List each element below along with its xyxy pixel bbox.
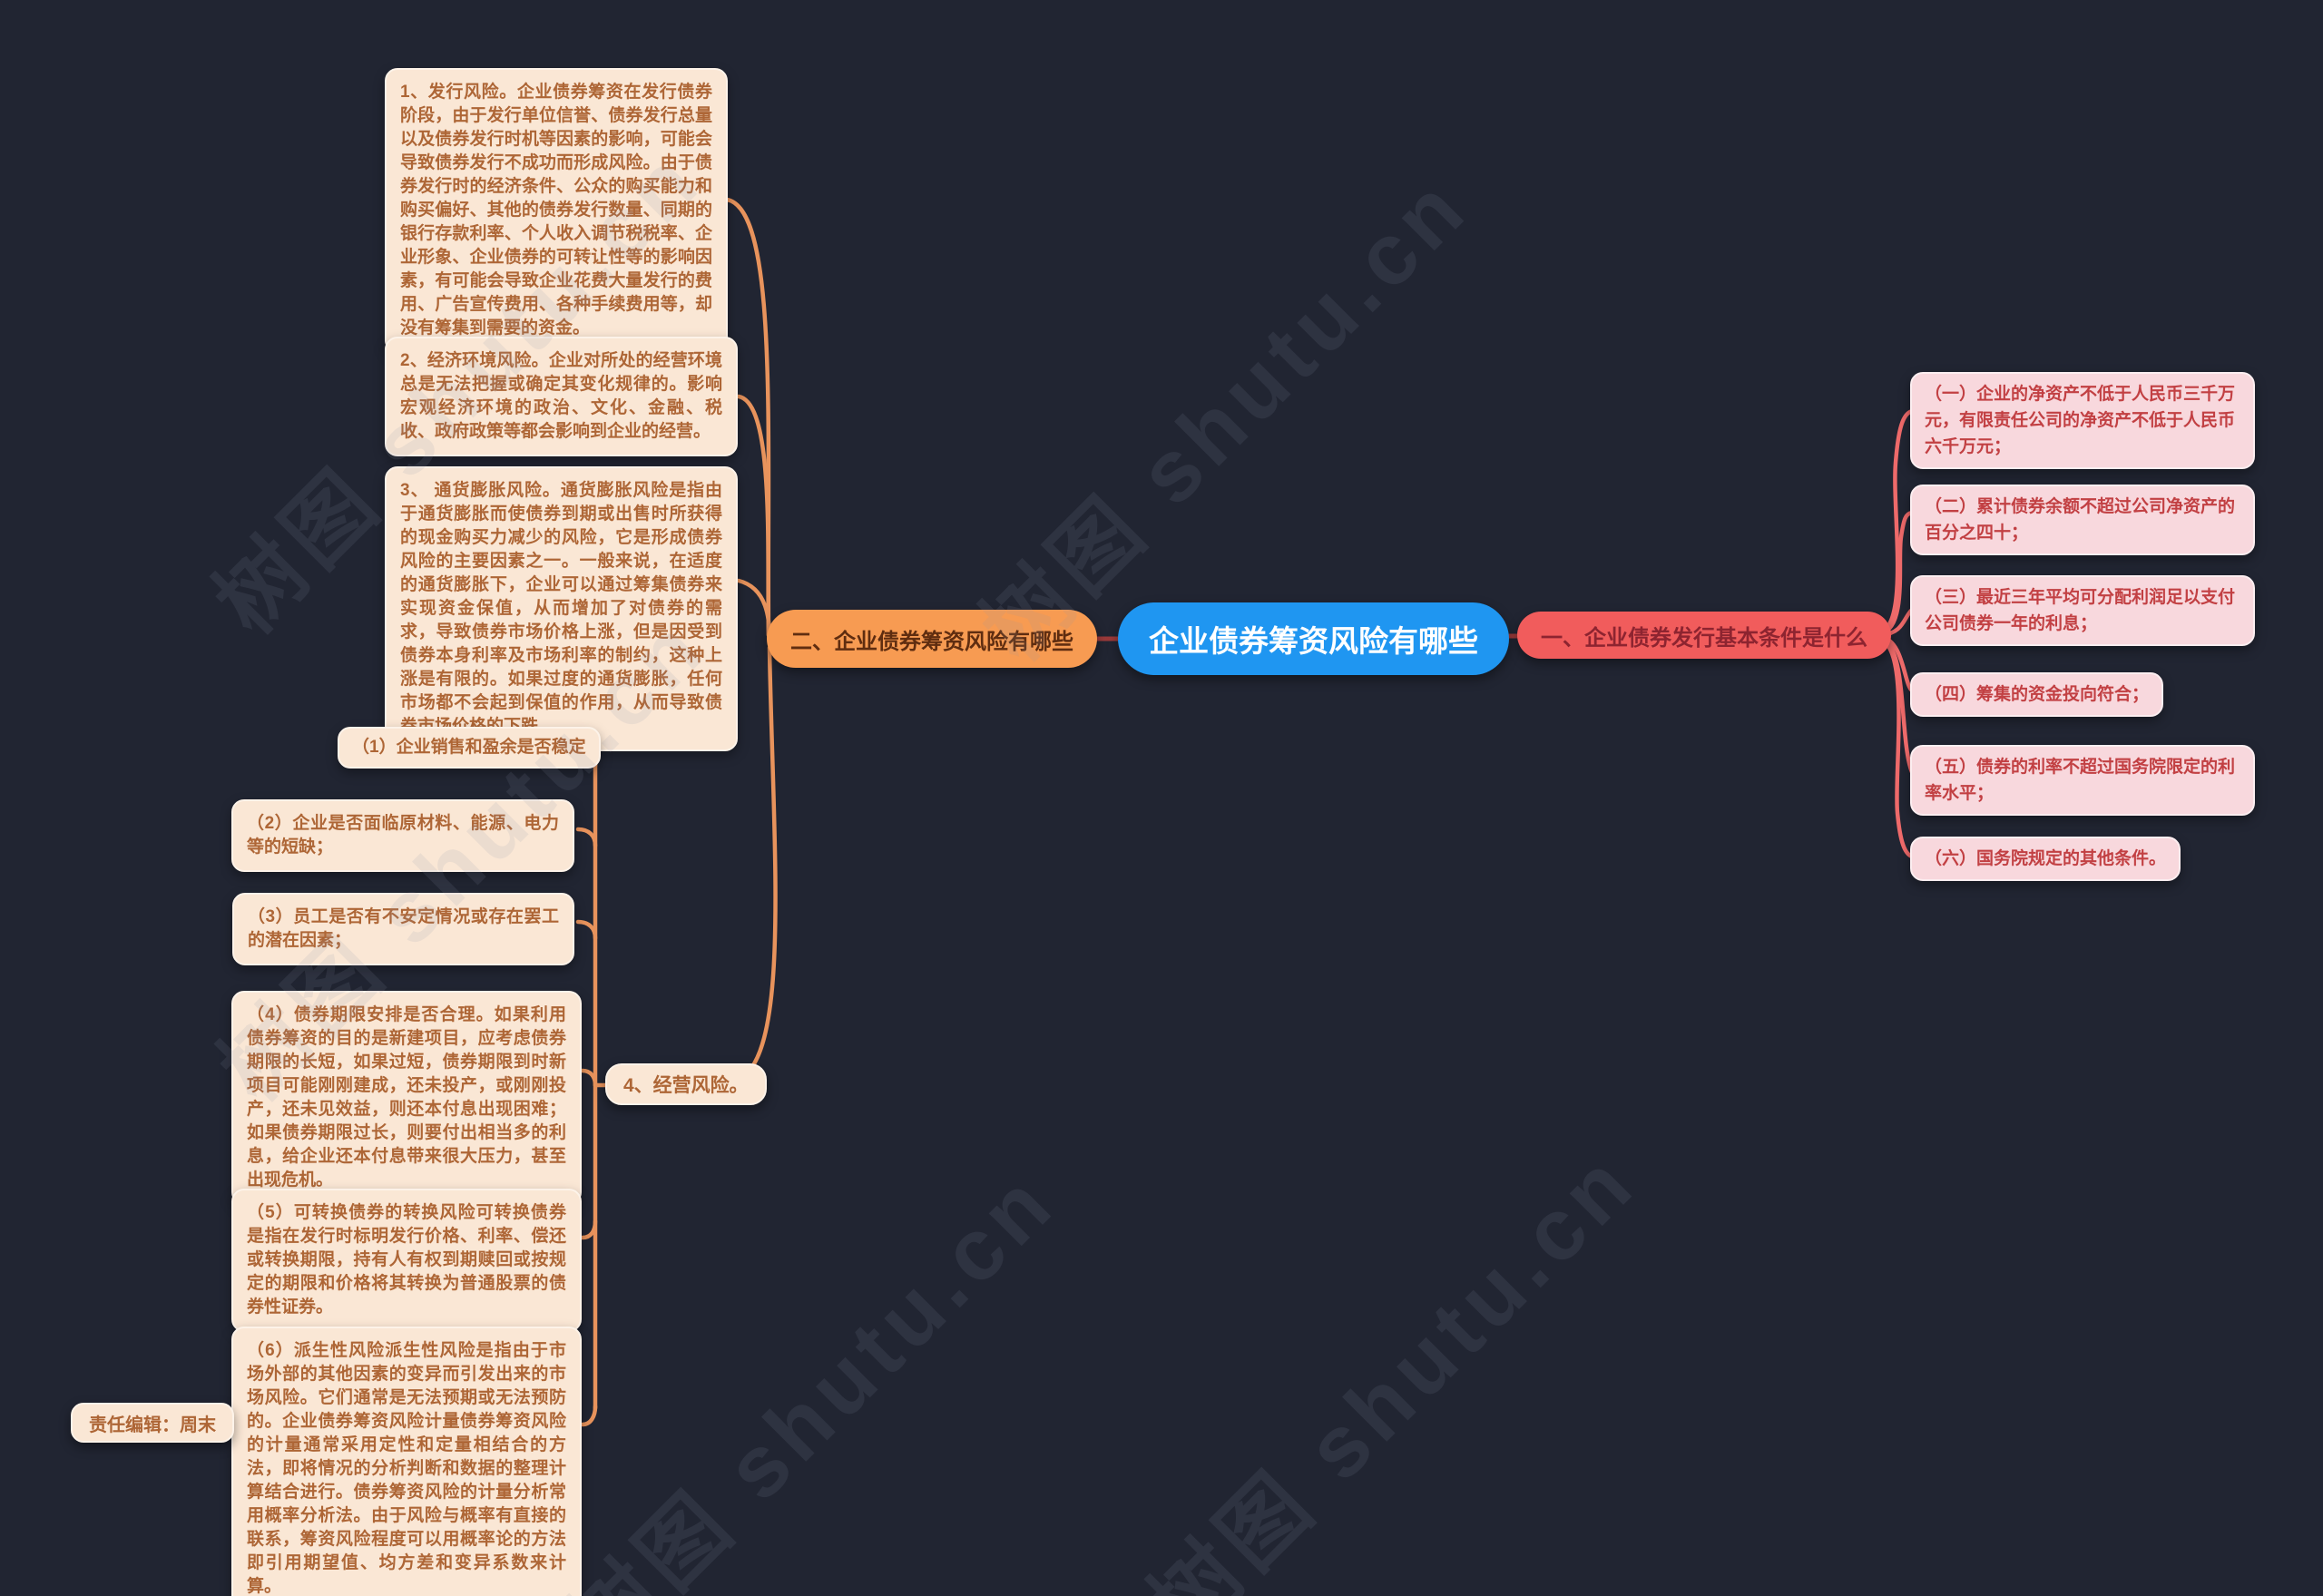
editor-node: 责任编辑：周末 xyxy=(71,1403,234,1443)
branch-node-issue-conditions[interactable]: 一、企业债券发行基本条件是什么 xyxy=(1517,612,1891,659)
condition-box-3[interactable]: （三）最近三年平均可分配利润足以支付公司债券一年的利息； xyxy=(1910,575,2255,646)
connector-factor6 xyxy=(580,1404,598,1427)
factor-box-2[interactable]: （2）企业是否面临原材料、能源、电力等的短缺； xyxy=(231,799,574,872)
connector-operation-node xyxy=(729,645,778,1084)
risk-note-1[interactable]: 1、发行风险。企业债券筹资在发行债券阶段，由于发行单位信誉、债券发行总量以及债券… xyxy=(385,68,728,353)
connector-note3 xyxy=(736,578,772,641)
factor-box-1[interactable]: （1）企业销售和盈余是否稳定 xyxy=(338,727,601,769)
factor-box-4[interactable]: （4）债券期限安排是否合理。如果利用债券筹资的目的是新建项目，应考虑债券期限的长… xyxy=(231,991,582,1205)
factor-box-6[interactable]: （6）派生性风险派生性风险是指由于市场外部的其他因素的变异而引发出来的市场风险。… xyxy=(231,1327,582,1596)
condition-box-2[interactable]: （二）累计债券余额不超过公司净资产的百分之四十； xyxy=(1910,485,2255,555)
risk-note-3[interactable]: 3、 通货膨胀风险。通货膨胀风险是指由于通货膨胀而使债券到期或出售时所获得的现金… xyxy=(385,466,738,751)
factor-box-3[interactable]: （3）员工是否有不安定情况或存在罢工的潜在因素； xyxy=(232,893,574,965)
branch-node-financing-risks[interactable]: 二、企业债券筹资风险有哪些 xyxy=(767,610,1097,668)
condition-box-5[interactable]: （五）债券的利率不超过国务院限定的利率水平； xyxy=(1910,745,2255,816)
connector-factor5 xyxy=(580,1219,598,1240)
operation-risk-node[interactable]: 4、经营风险。 xyxy=(605,1063,767,1105)
connector-note2 xyxy=(736,394,771,638)
factor-box-5[interactable]: （5）可转换债券的转换风险可转换债券是指在发行时标明发行价格、利率、偿还或转换期… xyxy=(231,1189,582,1332)
condition-box-1[interactable]: （一）企业的净资产不低于人民币三千万元，有限责任公司的净资产不低于人民币六千万元… xyxy=(1910,372,2255,469)
connector-factor2 xyxy=(575,827,598,848)
connector-cond1 xyxy=(1878,408,1915,634)
connector-cond6 xyxy=(1878,638,1915,859)
root-node[interactable]: 企业债券筹资风险有哪些 xyxy=(1118,602,1509,675)
condition-box-6[interactable]: （六）国务院规定的其他条件。 xyxy=(1910,837,2181,881)
condition-box-4[interactable]: （四）筹集的资金投向符合； xyxy=(1910,672,2164,717)
connector-cond2 xyxy=(1878,510,1915,636)
risk-note-2[interactable]: 2、经济环境风险。企业对所处的经营环境总是无法把握或确定其变化规律的。影响宏观经… xyxy=(385,337,738,456)
connector-factor3 xyxy=(575,919,598,941)
